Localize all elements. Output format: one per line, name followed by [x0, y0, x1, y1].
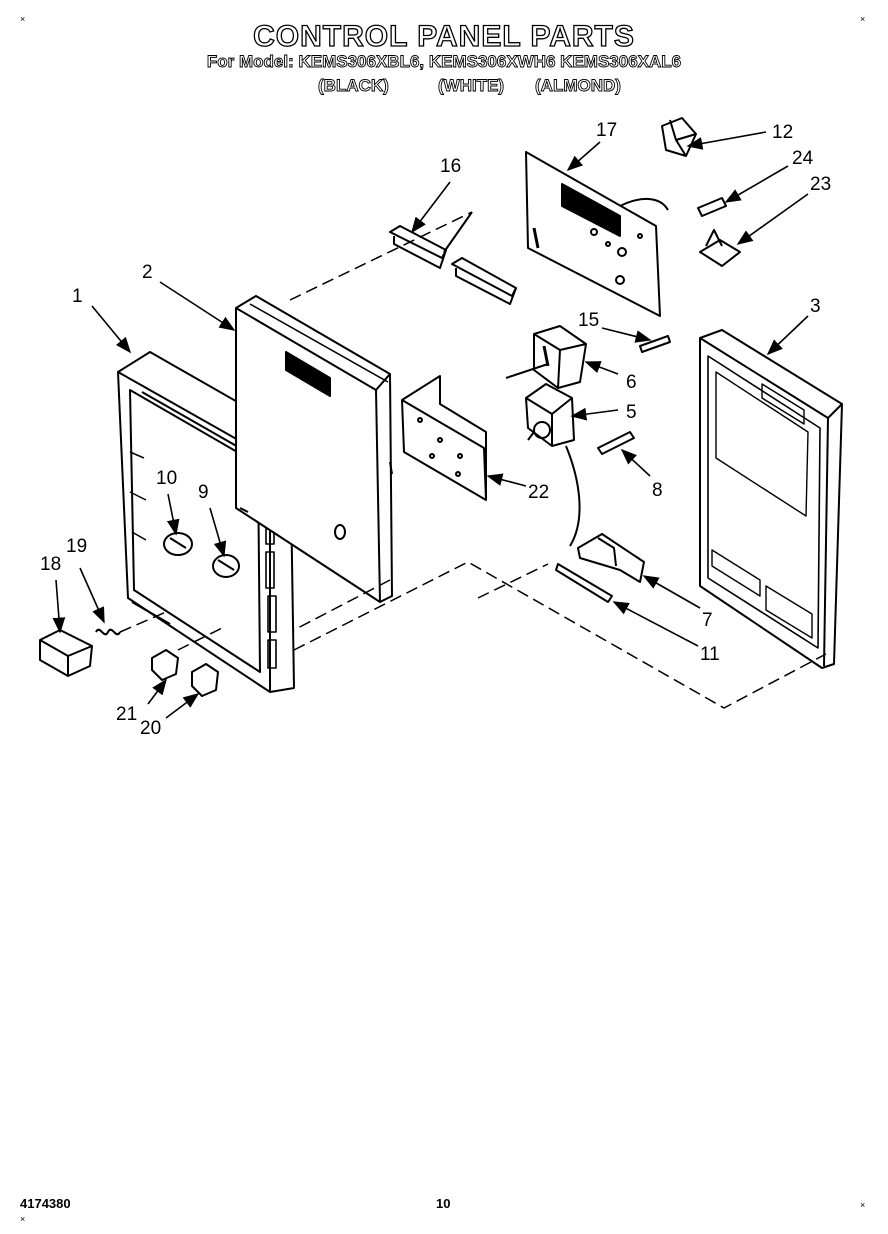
part-6-switch	[505, 325, 587, 389]
callout-9: 9	[198, 482, 209, 503]
color-almond: (ALMOND)	[535, 76, 622, 96]
corner-mark-bottom-left: ×	[20, 1214, 26, 1224]
corner-mark-top-right: ×	[860, 14, 866, 24]
part-18-button	[39, 629, 93, 677]
part-24-fuse	[697, 197, 727, 217]
part-8-screw	[597, 431, 635, 455]
part-3-side-frame	[699, 329, 843, 669]
callout-22: 22	[528, 482, 549, 503]
callout-18: 18	[40, 554, 61, 575]
callout-20: 20	[140, 718, 161, 739]
assembly-lines	[119, 211, 827, 709]
callout-7: 7	[702, 610, 713, 631]
callout-3: 3	[810, 296, 821, 317]
callout-24: 24	[792, 148, 814, 169]
callout-labels: 1 2 3 16 17 12 24 23 15 6 5 8 22 7 11 10…	[40, 120, 831, 739]
callout-19: 19	[66, 536, 87, 557]
part-11-rod	[555, 563, 613, 603]
callout-5: 5	[626, 402, 637, 423]
document-number: 4174380	[20, 1196, 71, 1211]
callout-21: 21	[116, 704, 137, 725]
part-5-timer	[525, 383, 581, 547]
part-10-knob	[163, 532, 193, 556]
callout-8: 8	[652, 480, 663, 501]
page-title: CONTROL PANEL PARTS	[252, 19, 635, 53]
callout-23: 23	[810, 174, 831, 195]
part-15-screw	[639, 335, 671, 353]
callout-leaders	[52, 131, 809, 719]
model-numbers: For Model: KEMS306XBL6, KEMS306XWH6 KEMS…	[206, 52, 682, 72]
part-20-switch	[191, 663, 219, 697]
callout-16: 16	[440, 156, 461, 177]
part-9-knob	[212, 554, 240, 578]
part-17-circuit-board	[525, 151, 669, 317]
color-black: (BLACK)	[318, 76, 390, 96]
corner-mark-bottom-right: ×	[860, 1200, 866, 1210]
part-22-mounting-plate	[389, 375, 487, 501]
callout-15: 15	[578, 310, 599, 331]
part-21-switch	[151, 649, 179, 681]
part-23-holder	[699, 229, 741, 267]
part-7-bracket	[577, 533, 645, 583]
callout-12: 12	[772, 122, 793, 143]
callout-10: 10	[156, 468, 177, 489]
callout-17: 17	[596, 120, 617, 141]
part-19-spring	[95, 628, 121, 636]
callout-2: 2	[142, 262, 153, 283]
callout-1: 1	[72, 286, 83, 307]
part-12-component	[661, 117, 697, 157]
page-number: 10	[436, 1196, 451, 1211]
part-2-rear-panel	[235, 295, 393, 603]
color-white: (WHITE)	[438, 76, 505, 96]
part-16-bracket	[389, 211, 517, 305]
callout-6: 6	[626, 372, 637, 393]
corner-mark-top-left: ×	[20, 14, 26, 24]
callout-11: 11	[700, 644, 720, 665]
